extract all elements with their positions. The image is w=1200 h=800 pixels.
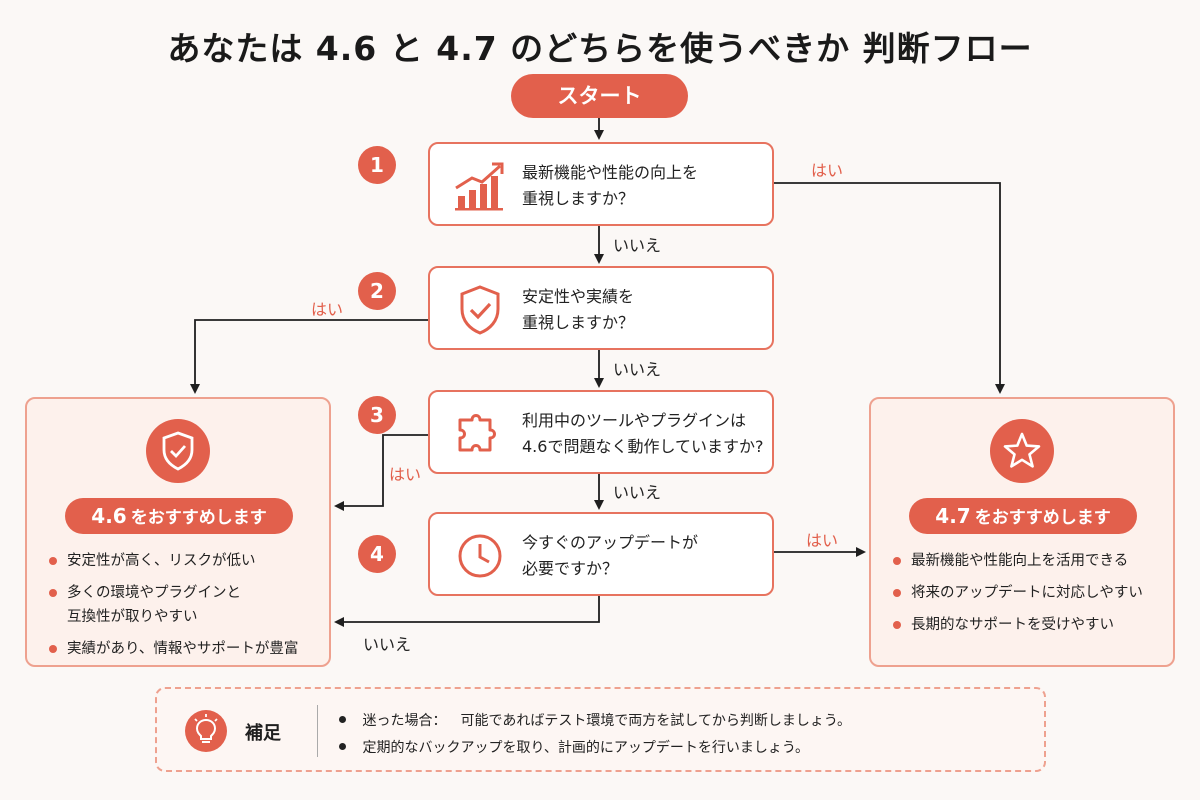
- result-4-7-points: 最新機能や性能向上を活用できる 将来のアップデートに対応しやすい 長期的なサポー…: [891, 549, 1143, 645]
- question-1-line1: 最新機能や性能の向上を: [522, 163, 699, 182]
- start-node: スタート: [511, 74, 688, 118]
- chart-growth-icon: [452, 158, 508, 214]
- puzzle-icon: [452, 406, 508, 462]
- note-line-1-key: 迷った場合：: [362, 713, 447, 729]
- question-2-line2: 重視しますか？: [522, 313, 635, 332]
- question-2-line1: 安定性や実績を: [522, 287, 635, 306]
- list-item: 実績があり、情報やサポートが豊富: [47, 637, 298, 661]
- list-item: 長期的なサポートを受けやすい: [891, 613, 1143, 637]
- question-3-line1: 利用中のツールやプラグインは: [522, 411, 747, 430]
- list-item: 安定性が高く、リスクが低い: [47, 549, 298, 573]
- recommend-4-7-suffix: をおすすめします: [974, 508, 1111, 528]
- question-box-1: 最新機能や性能の向上を 重視しますか？: [428, 142, 774, 226]
- list-item: 多くの環境やプラグインと互換性が取りやすい: [47, 581, 298, 629]
- question-box-3: 利用中のツールやプラグインは 4.6で問題なく動作していますか?: [428, 390, 774, 474]
- result-4-6-points: 安定性が高く、リスクが低い 多くの環境やプラグインと互換性が取りやすい 実績があ…: [47, 549, 298, 669]
- clock-icon: [452, 528, 508, 584]
- q3-no-label: いいえ: [613, 483, 662, 502]
- supplement-note: 補足 迷った場合： 可能であればテスト環境で両方を試してから判断しましょう。 定期…: [155, 687, 1046, 772]
- page-title: あなたは 4.6 と 4.7 のどちらを使うべきか 判断フロー: [167, 29, 1033, 68]
- shield-check-icon: [452, 282, 508, 338]
- step-number-1: 1: [358, 146, 396, 184]
- question-box-2: 安定性や実績を 重視しますか？: [428, 266, 774, 350]
- list-item: 将来のアップデートに対応しやすい: [891, 581, 1143, 605]
- note-line-2: 定期的なバックアップを取り、計画的にアップデートを行いましょう。: [339, 737, 809, 757]
- q2-yes-label: はい: [311, 300, 344, 319]
- q1-no-label: いいえ: [613, 236, 662, 255]
- shield-check-icon: [146, 419, 210, 483]
- question-1-line2: 重視しますか？: [522, 189, 635, 208]
- q4-no-label: いいえ: [363, 635, 412, 654]
- question-3-line2: 4.6で問題なく動作していますか?: [522, 437, 764, 456]
- step-number-2: 2: [358, 272, 396, 310]
- star-icon: [990, 419, 1054, 483]
- q2-no-label: いいえ: [613, 360, 662, 379]
- q1-yes-label: はい: [811, 161, 844, 180]
- q3-yes-label: はい: [389, 465, 422, 484]
- step-number-3: 3: [358, 396, 396, 434]
- question-box-4: 今すぐのアップデートが 必要ですか？: [428, 512, 774, 596]
- lightbulb-icon: [185, 710, 227, 752]
- question-4-line1: 今すぐのアップデートが: [522, 533, 699, 552]
- recommend-4-6-version: 4.6: [91, 504, 127, 528]
- list-item: 最新機能や性能向上を活用できる: [891, 549, 1143, 573]
- note-line-2-text: 定期的なバックアップを取り、計画的にアップデートを行いましょう。: [362, 740, 810, 756]
- question-4-line2: 必要ですか？: [522, 559, 619, 578]
- q4-yes-label: はい: [806, 531, 839, 550]
- note-line-1: 迷った場合： 可能であればテスト環境で両方を試してから判断しましょう。: [339, 710, 851, 730]
- recommend-4-6-suffix: をおすすめします: [130, 508, 267, 528]
- step-number-4: 4: [358, 535, 396, 573]
- note-divider: [317, 705, 318, 757]
- note-line-1-text: 可能であればテスト環境で両方を試してから判断しましょう。: [460, 713, 852, 729]
- recommend-4-7-version: 4.7: [935, 504, 971, 528]
- note-label: 補足: [245, 723, 281, 744]
